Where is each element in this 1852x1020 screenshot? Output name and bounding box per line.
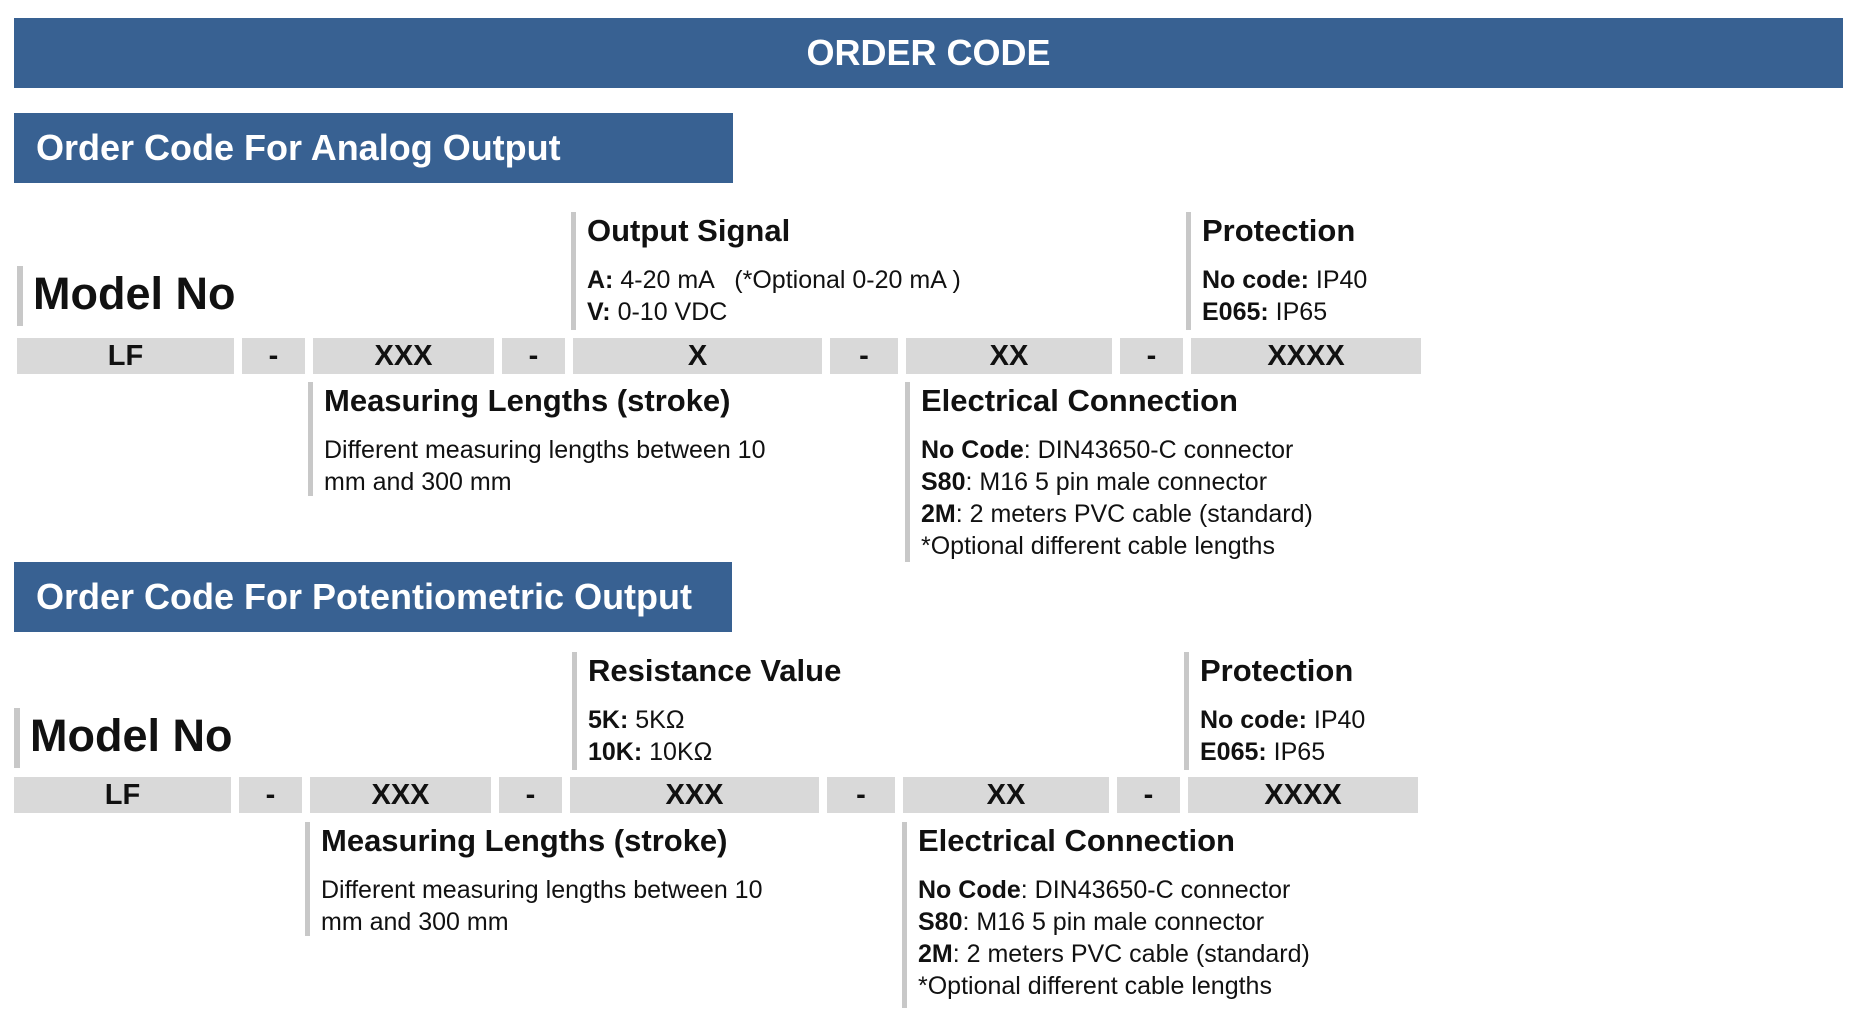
output-signal-line: V: 0-10 VDC — [587, 298, 728, 326]
page-title: ORDER CODE — [14, 18, 1843, 88]
electrical-annotation-potentiometric: Electrical Connection No Code: DIN43650-… — [902, 822, 1382, 1008]
output-signal-title: Output Signal — [587, 213, 791, 248]
protection-line: No code: IP40 — [1202, 266, 1368, 294]
code-cell: XX — [906, 338, 1112, 374]
resistance-line: 5K: 5KΩ — [588, 706, 685, 734]
electrical-title: Electrical Connection — [921, 383, 1238, 418]
protection-annotation-potentiometric: Protection No code: IP40 E065: IP65 — [1184, 652, 1484, 770]
code-separator: - — [1117, 777, 1180, 813]
electrical-line: S80: M16 5 pin male connector — [921, 468, 1268, 496]
protection-title: Protection — [1200, 653, 1354, 688]
model-no-label-potentiometric: Model No — [14, 708, 232, 768]
output-signal-annotation: Output Signal A: 4-20 mA (*Optional 0-20… — [571, 212, 1131, 330]
electrical-line: *Optional different cable lengths — [918, 972, 1272, 1000]
protection-title: Protection — [1202, 213, 1356, 248]
code-cell: X — [573, 338, 822, 374]
measuring-line: Different measuring lengths between 10 — [324, 436, 766, 464]
protection-line: E065: IP65 — [1200, 738, 1326, 766]
measuring-annotation-analog: Measuring Lengths (stroke) Different mea… — [308, 382, 788, 496]
code-separator: - — [827, 777, 895, 813]
electrical-annotation-analog: Electrical Connection No Code: DIN43650-… — [905, 382, 1385, 562]
protection-line: No code: IP40 — [1200, 706, 1366, 734]
code-cell: XXXX — [1188, 777, 1418, 813]
electrical-line: 2M: 2 meters PVC cable (standard) — [921, 500, 1313, 528]
code-cell: LF — [14, 777, 231, 813]
resistance-title: Resistance Value — [588, 653, 842, 688]
code-cell: XXXX — [1191, 338, 1421, 374]
electrical-line: No Code: DIN43650-C connector — [921, 436, 1294, 464]
section-header-potentiometric: Order Code For Potentiometric Output — [14, 562, 732, 632]
code-separator: - — [1120, 338, 1183, 374]
electrical-line: S80: M16 5 pin male connector — [918, 908, 1265, 936]
electrical-line: *Optional different cable lengths — [921, 532, 1275, 560]
code-cell: XXX — [570, 777, 819, 813]
code-separator: - — [830, 338, 898, 374]
code-separator: - — [499, 777, 562, 813]
measuring-line: mm and 300 mm — [321, 908, 509, 936]
output-signal-line: A: 4-20 mA (*Optional 0-20 mA ) — [587, 266, 961, 294]
model-no-label-analog: Model No — [17, 266, 235, 326]
measuring-line: mm and 300 mm — [324, 468, 512, 496]
code-separator: - — [502, 338, 565, 374]
protection-annotation-analog: Protection No code: IP40 E065: IP65 — [1186, 212, 1486, 330]
code-cell: XX — [903, 777, 1109, 813]
resistance-line: 10K: 10KΩ — [588, 738, 713, 766]
code-cell: XXX — [310, 777, 491, 813]
electrical-title: Electrical Connection — [918, 823, 1235, 858]
protection-line: E065: IP65 — [1202, 298, 1328, 326]
code-cell: XXX — [313, 338, 494, 374]
section-header-analog: Order Code For Analog Output — [14, 113, 733, 183]
code-cell: LF — [17, 338, 234, 374]
code-separator: - — [242, 338, 305, 374]
code-separator: - — [239, 777, 302, 813]
measuring-annotation-potentiometric: Measuring Lengths (stroke) Different mea… — [305, 822, 785, 936]
measuring-title: Measuring Lengths (stroke) — [321, 823, 728, 858]
resistance-annotation: Resistance Value 5K: 5KΩ 10K: 10KΩ — [572, 652, 1052, 770]
electrical-line: 2M: 2 meters PVC cable (standard) — [918, 940, 1310, 968]
measuring-title: Measuring Lengths (stroke) — [324, 383, 731, 418]
electrical-line: No Code: DIN43650-C connector — [918, 876, 1291, 904]
measuring-line: Different measuring lengths between 10 — [321, 876, 763, 904]
